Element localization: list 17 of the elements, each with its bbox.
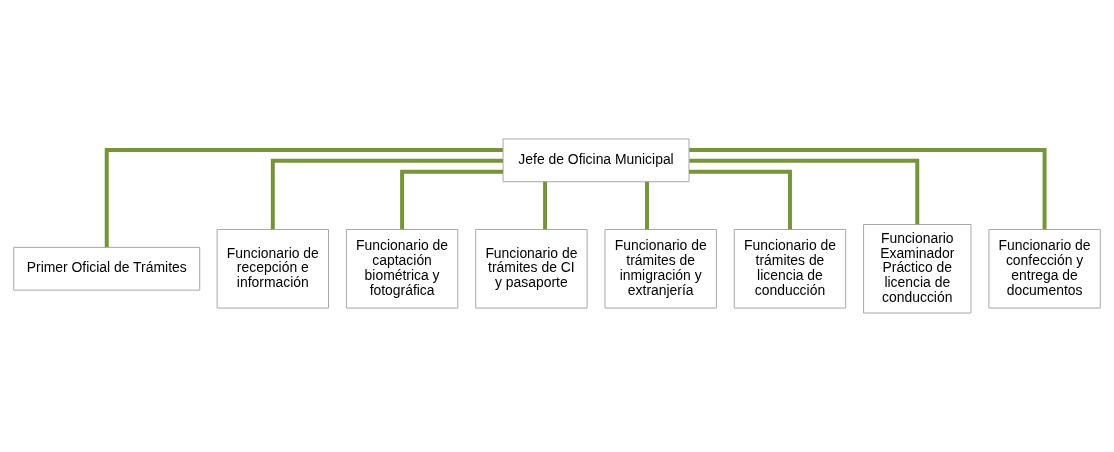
node-box: Funcionario de confección y entrega de documentos: [988, 229, 1101, 309]
connector: [689, 147, 1047, 230]
node-box: Primer Oficial de Trámites: [13, 246, 201, 291]
connector: [689, 169, 792, 230]
connector: [270, 158, 503, 230]
connector: [689, 158, 920, 225]
node-box: Funcionario Examinador Práctico de licencia de conducción: [863, 224, 972, 314]
node-box: Funcionario de recepción e información: [216, 229, 329, 309]
connector: [400, 169, 504, 230]
connector: [543, 181, 548, 230]
connector: [104, 147, 503, 248]
node-box: Jefe de Oficina Municipal: [502, 138, 690, 183]
node-box: Funcionario de trámites de inmigración y extranjería: [604, 229, 717, 309]
node-box: Funcionario de captación biométrica y fotográfica: [345, 229, 459, 309]
node-box: Funcionario de trámites de licencia de conducción: [733, 229, 847, 309]
connector: [645, 181, 649, 230]
node-box: Funcionario de trámites de CI y pasaporte: [475, 229, 588, 309]
